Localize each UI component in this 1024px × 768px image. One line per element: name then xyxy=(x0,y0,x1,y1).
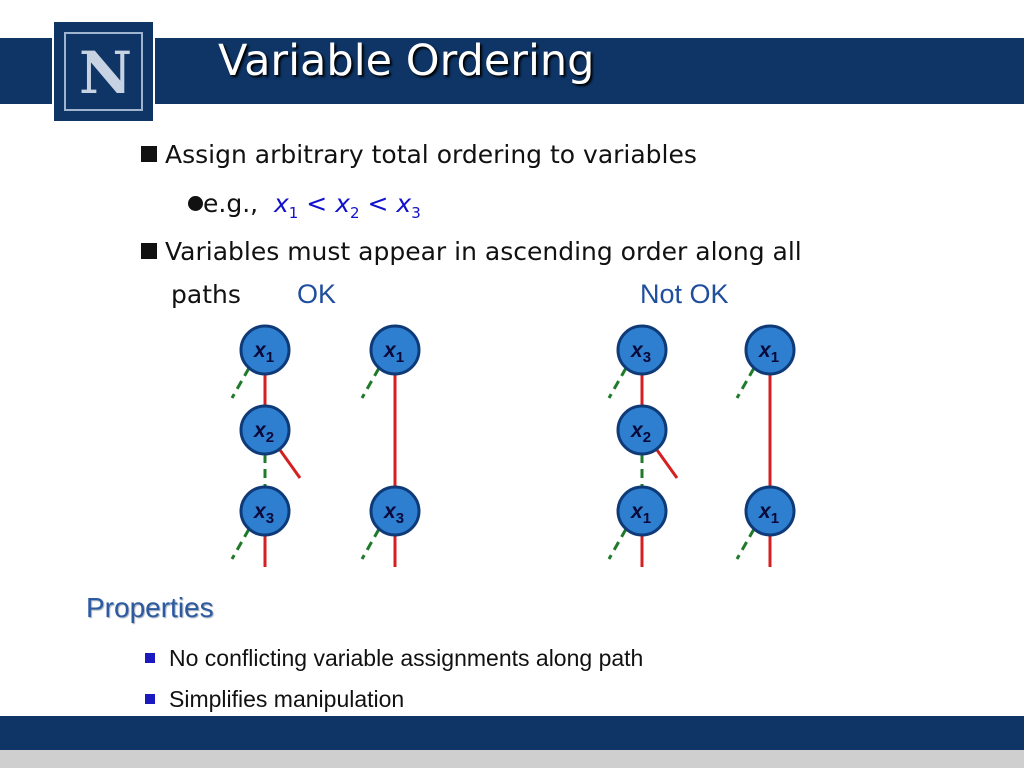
node-circle xyxy=(369,324,421,376)
node-label: x1 xyxy=(758,500,779,527)
ordering-example: x1 < x2 < x3 xyxy=(274,189,421,222)
node-circle xyxy=(616,404,668,456)
bullet-text: Variables must appear in ascending order… xyxy=(165,237,802,266)
footer-strip xyxy=(0,750,1024,768)
node-circle xyxy=(616,324,668,376)
high-edge xyxy=(655,449,679,479)
node-label: x2 xyxy=(253,419,274,446)
bdd-node: x3 xyxy=(369,485,421,537)
node-label: x3 xyxy=(630,339,651,366)
node-circle xyxy=(239,404,291,456)
node-label: x1 xyxy=(383,339,404,366)
node-circle xyxy=(239,485,291,537)
example-prefix: e.g., xyxy=(203,189,259,218)
bdd-node: x2 xyxy=(616,404,668,456)
node-circle xyxy=(744,485,796,537)
low-edge xyxy=(607,528,628,560)
low-edge xyxy=(735,367,756,399)
square-bullet-icon xyxy=(141,146,157,162)
header-bar xyxy=(0,38,1024,104)
logo-border: N xyxy=(64,32,143,111)
square-bullet-icon xyxy=(141,243,157,259)
node-label: x2 xyxy=(630,419,651,446)
low-edge xyxy=(360,528,381,560)
bdd-node: x1 xyxy=(369,324,421,376)
node-circle xyxy=(369,485,421,537)
bdd-node: x1 xyxy=(744,485,796,537)
round-bullet-icon xyxy=(188,196,203,211)
high-edge xyxy=(278,449,302,479)
bdd-node: x1 xyxy=(616,485,668,537)
bullet-assign-ordering: Assign arbitrary total ordering to varia… xyxy=(141,140,697,169)
low-edge xyxy=(735,528,756,560)
low-edge xyxy=(230,367,251,399)
node-label: x1 xyxy=(253,339,274,366)
node-circle xyxy=(744,324,796,376)
square-bullet-icon xyxy=(145,694,155,704)
low-edge xyxy=(360,367,381,399)
footer-bar xyxy=(0,716,1024,750)
logo-letter: N xyxy=(78,39,132,107)
node-label: x1 xyxy=(758,339,779,366)
property-item: Simplifies manipulation xyxy=(145,686,404,713)
not-ok-label: Not OK xyxy=(640,279,729,309)
bdd-node: x1 xyxy=(239,324,291,376)
ok-label: OK xyxy=(297,279,337,309)
bdd-node: x3 xyxy=(239,485,291,537)
edges xyxy=(230,367,772,567)
university-logo: N xyxy=(52,20,155,123)
property-item: No conflicting variable assignments alon… xyxy=(145,645,643,672)
bullet-continuation: paths xyxy=(171,280,241,309)
bdd-node: x3 xyxy=(616,324,668,376)
bdd-node: x1 xyxy=(744,324,796,376)
low-edge xyxy=(607,367,628,399)
slide-title: Variable Ordering xyxy=(218,36,595,86)
nodes: x1 x2 x3 x1 x3 x3 x2 x1 x1 x1 xyxy=(239,324,796,537)
bullet-example: e.g., x1 < x2 < x3 xyxy=(188,189,421,222)
bullet-text: Assign arbitrary total ordering to varia… xyxy=(165,140,697,169)
bullet-ascending-order: Variables must appear in ascending order… xyxy=(141,237,802,266)
node-label: x1 xyxy=(630,500,651,527)
node-circle xyxy=(616,485,668,537)
low-edge xyxy=(230,528,251,560)
node-label: x3 xyxy=(253,500,274,527)
node-circle xyxy=(239,324,291,376)
node-label: x3 xyxy=(383,500,404,527)
properties-heading: Properties xyxy=(86,592,214,623)
bdd-node: x2 xyxy=(239,404,291,456)
square-bullet-icon xyxy=(145,653,155,663)
